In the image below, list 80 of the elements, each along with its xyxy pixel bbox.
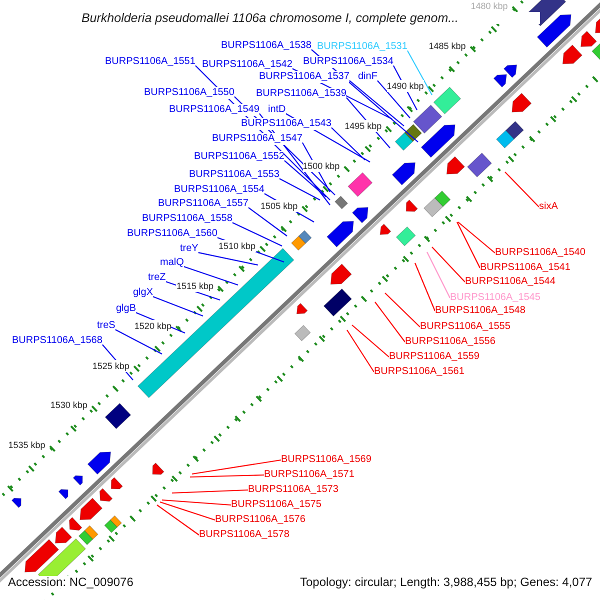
leader-line <box>279 178 320 200</box>
scale-label: 1505 kbp <box>260 200 298 212</box>
gene-label: BURPS1106A_1568 <box>12 335 102 347</box>
scale-label: 1510 kbp <box>218 240 256 252</box>
gene-label: BURPS1106A_1561 <box>374 366 464 378</box>
leader-line <box>352 324 390 358</box>
gene-label: BURPS1106A_1576 <box>215 514 306 526</box>
leader-line <box>115 329 162 354</box>
scale-label: 1495 kbp <box>344 120 382 132</box>
leader-line <box>432 246 466 282</box>
scale-label: 1480 kbp <box>470 0 508 12</box>
gene-label: BURPS1106A_1550 <box>144 87 234 99</box>
leader-line <box>346 330 374 372</box>
gene-label: BURPS1106A_1569 <box>281 454 372 466</box>
gene-label: BURPS1106A_1560 <box>127 228 218 240</box>
scale-label: 1535 kbp <box>8 439 46 452</box>
gene-label: BURPS1106A_1571 <box>264 469 354 481</box>
leader-line <box>456 222 480 268</box>
accession-text: Accession: NC_009076 <box>8 576 134 588</box>
leader-line <box>374 302 406 342</box>
leader-line <box>504 172 540 208</box>
gene-label: BURPS1106A_1559 <box>389 351 480 363</box>
gene-label: BURPS1106A_1545 <box>450 292 540 304</box>
gene-label: BURPS1106A_1548 <box>435 305 526 317</box>
gene-label: BURPS1106A_1539 <box>256 88 346 100</box>
leader-line <box>384 292 420 328</box>
scale-label: 1530 kbp <box>50 399 88 412</box>
scale-label: 1485 kbp <box>428 40 466 52</box>
leader-line <box>406 50 432 96</box>
gene-label: glgB <box>116 303 136 315</box>
gene-label: BURPS1106A_1549 <box>169 104 260 116</box>
leader-line <box>192 459 282 475</box>
gene-label: BURPS1106A_1553 <box>189 169 280 181</box>
gene-label: glgX <box>133 287 154 299</box>
gene-label: treZ <box>148 272 166 284</box>
gene-label: BURPS1106A_1542 <box>202 59 292 71</box>
gene-label: BURPS1106A_1575 <box>231 499 322 511</box>
scale-label: 1520 kbp <box>134 320 172 332</box>
gene-label: BURPS1106A_1552 <box>194 151 284 163</box>
leader-line <box>172 489 248 494</box>
leader-line <box>349 80 404 126</box>
gene-label: BURPS1106A_1537 <box>259 71 350 83</box>
gene-label: BURPS1106A_1540 <box>495 247 586 259</box>
leader-line <box>331 127 366 160</box>
gene-label: intD <box>268 104 286 116</box>
gene-label: BURPS1106A_1556 <box>405 336 496 348</box>
gene-label: BURPS1106A_1557 <box>158 198 248 210</box>
gene-label: BURPS1106A_1551 <box>105 56 196 68</box>
leader-line <box>248 207 288 236</box>
leader-line <box>184 266 238 286</box>
leader-line <box>232 222 282 246</box>
scale-label: 1525 kbp <box>92 360 130 372</box>
gene-label: BURPS1106A_1541 <box>480 262 570 274</box>
gene-label: malQ <box>160 257 184 269</box>
gene-label: BURPS1106A_1555 <box>420 321 510 333</box>
leader-line <box>198 252 258 266</box>
leader-line <box>190 474 264 478</box>
leader-line <box>426 252 450 298</box>
leader-line <box>284 160 326 198</box>
gene-label: BURPS1106A_1573 <box>248 484 338 496</box>
gene-label: BURPS1106A_1531 <box>317 41 408 53</box>
genome-summary-text: Topology: circular; Length: 3,988,455 bp; Genes: 4,077 <box>300 576 592 588</box>
leader-line <box>156 504 200 536</box>
gene-label: BURPS1106A_1534 <box>303 56 394 68</box>
gene-label: BURPS1106A_1543 <box>241 118 332 130</box>
gene-label: BURPS1106A_1538 <box>221 40 312 52</box>
leader-line <box>162 499 232 506</box>
gene-label: BURPS1106A_1547 <box>212 133 302 145</box>
scale-label: 1490 kbp <box>386 80 424 92</box>
scale-label: 1500 kbp <box>302 160 340 172</box>
leader-line <box>152 296 204 317</box>
gene-label: BURPS1106A_1578 <box>199 529 290 541</box>
leader-line <box>377 80 410 118</box>
gene-label: BURPS1106A_1554 <box>174 184 264 196</box>
leader-line <box>160 501 216 521</box>
leader-line <box>414 262 436 312</box>
gene-label: BURPS1106A_1544 <box>465 276 556 288</box>
gene-label: BURPS1106A_1558 <box>142 213 232 225</box>
scale-label: 1515 kbp <box>176 280 214 292</box>
leader-line <box>458 222 496 254</box>
